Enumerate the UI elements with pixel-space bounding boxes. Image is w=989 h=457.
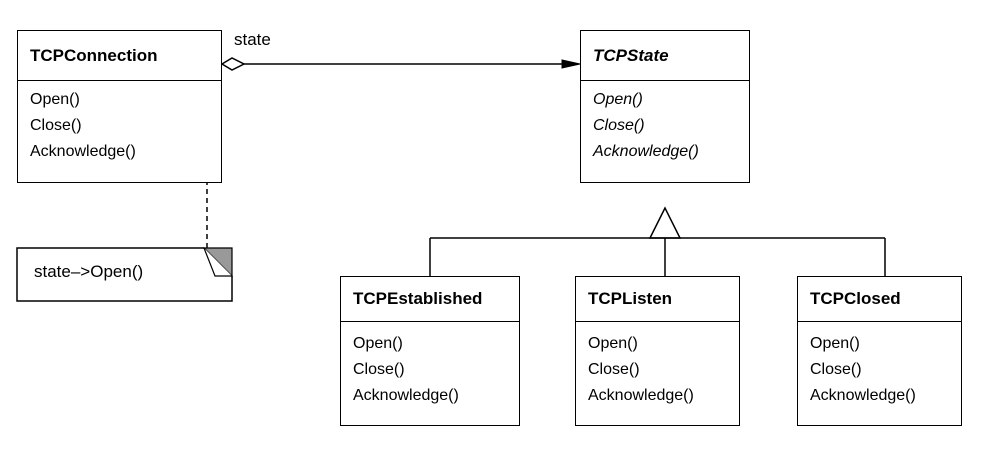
operations-list: Open() Close() Acknowledge() [581, 81, 749, 165]
class-tcpclosed[interactable]: TCPClosed Open() Close() Acknowledge() [797, 276, 962, 426]
note-text: state–>Open() [34, 262, 144, 281]
class-title: TCPState [581, 31, 749, 81]
operation-acknowledge: Acknowledge() [30, 143, 136, 160]
generalization-triangle [648, 206, 682, 239]
operation-acknowledge: Acknowledge() [593, 143, 699, 160]
operation-acknowledge: Acknowledge() [588, 387, 694, 404]
operation-close: Close() [353, 361, 405, 378]
class-tcpconnection[interactable]: TCPConnection Open() Close() Acknowledge… [17, 30, 222, 183]
operation-open: Open() [593, 91, 643, 108]
operation-open: Open() [30, 91, 80, 108]
class-title: TCPClosed [798, 277, 961, 322]
operation-close: Close() [810, 361, 862, 378]
operation-acknowledge: Acknowledge() [353, 387, 459, 404]
class-title: TCPEstablished [341, 277, 519, 322]
class-tcplisten[interactable]: TCPListen Open() Close() Acknowledge() [575, 276, 740, 426]
operation-open: Open() [353, 335, 403, 352]
operation-close: Close() [588, 361, 640, 378]
class-tcpestablished[interactable]: TCPEstablished Open() Close() Acknowledg… [340, 276, 520, 426]
operations-list: Open() Close() Acknowledge() [341, 322, 519, 409]
operation-open: Open() [810, 335, 860, 352]
association-label: state [234, 30, 271, 49]
operation-open: Open() [588, 335, 638, 352]
operations-list: Open() Close() Acknowledge() [798, 322, 961, 409]
operations-list: Open() Close() Acknowledge() [18, 81, 221, 165]
aggregation-diamond [220, 57, 246, 71]
operation-close: Close() [593, 117, 645, 134]
operations-list: Open() Close() Acknowledge() [576, 322, 739, 409]
class-title: TCPListen [576, 277, 739, 322]
note-box [16, 247, 233, 302]
class-tcpstate[interactable]: TCPState Open() Close() Acknowledge() [580, 30, 750, 183]
class-title: TCPConnection [18, 31, 221, 81]
note-fold-edge [203, 247, 232, 277]
operation-close: Close() [30, 117, 82, 134]
operation-acknowledge: Acknowledge() [810, 387, 916, 404]
association-arrowhead [561, 59, 581, 69]
